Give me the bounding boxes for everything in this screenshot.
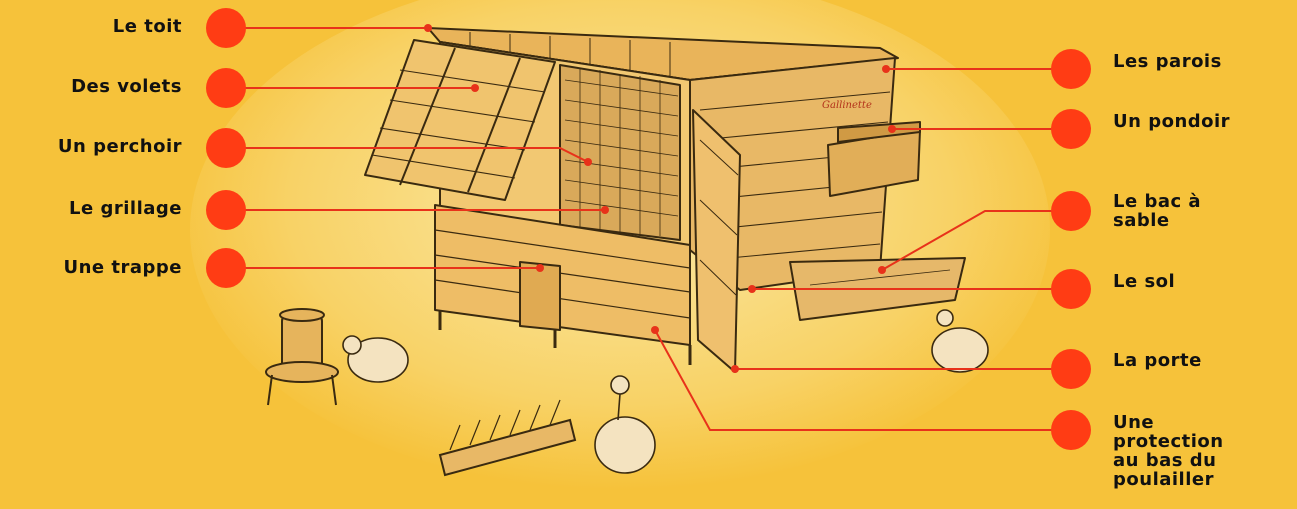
- marker-dot-sol: [1051, 269, 1091, 309]
- label-protection-line2: protection: [1113, 432, 1283, 451]
- marker-dot-parois: [1051, 49, 1091, 89]
- marker-dot-protection: [1051, 410, 1091, 450]
- label-trappe: Une trappe: [0, 258, 182, 277]
- label-porte: La porte: [1113, 351, 1283, 370]
- marker-dot-porte: [1051, 349, 1091, 389]
- label-sol: Le sol: [1113, 272, 1283, 291]
- marker-dot-toit: [206, 8, 246, 48]
- label-bac-line2: sable: [1113, 211, 1283, 230]
- label-protection-line3: au bas du: [1113, 451, 1283, 470]
- label-toit: Le toit: [0, 17, 182, 36]
- marker-dot-trappe: [206, 248, 246, 288]
- label-protection-line4: poulailler: [1113, 470, 1283, 489]
- marker-dot-bac: [1051, 191, 1091, 231]
- label-perchoir: Un perchoir: [0, 137, 182, 156]
- label-parois: Les parois: [1113, 52, 1283, 71]
- label-grillage: Le grillage: [0, 199, 182, 218]
- label-bac-line1: Le bac à: [1113, 192, 1283, 211]
- label-volets: Des volets: [0, 77, 182, 96]
- label-protection-line1: Une: [1113, 413, 1283, 432]
- label-pondoir: Un pondoir: [1113, 112, 1283, 131]
- svg-text:Gallinette: Gallinette: [822, 100, 872, 111]
- trap-door: [520, 262, 560, 330]
- marker-dot-pondoir: [1051, 109, 1091, 149]
- marker-dot-volets: [206, 68, 246, 108]
- coop-door: [693, 110, 740, 372]
- marker-dot-perchoir: [206, 128, 246, 168]
- marker-dot-grillage: [206, 190, 246, 230]
